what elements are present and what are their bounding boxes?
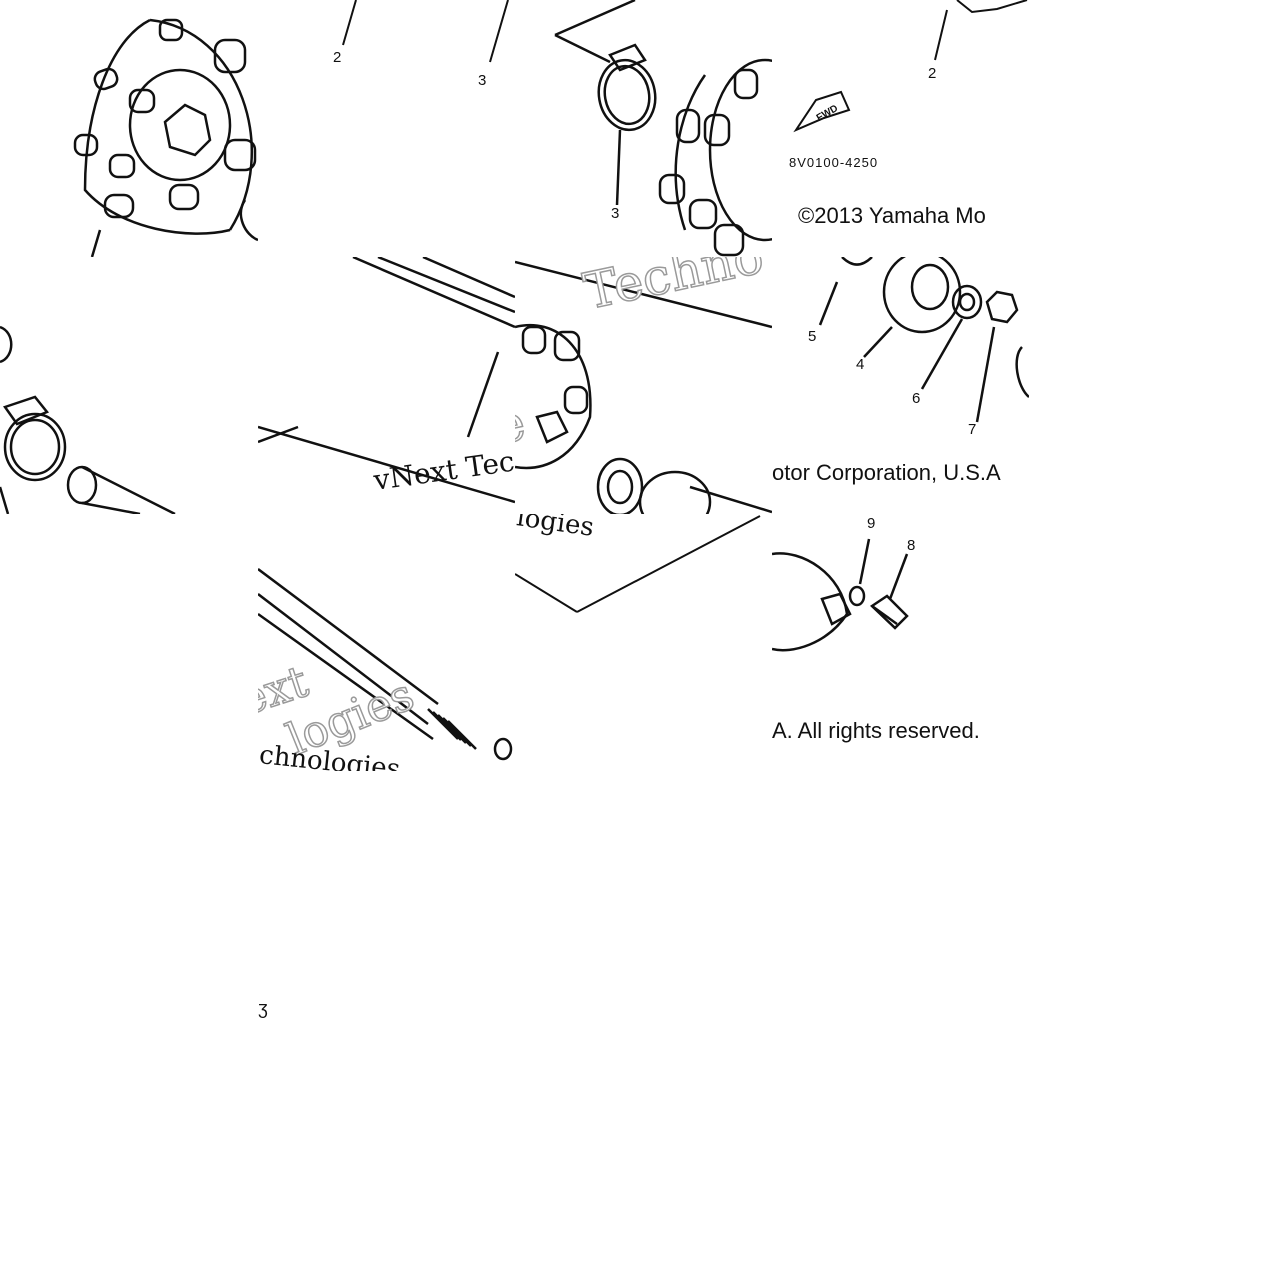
drawing-code: 8V0100-4250 <box>789 155 879 170</box>
tile-center-sprocket: Techno vNe <box>515 257 772 514</box>
tile-fwd-copyright: 2 FWD 8V0100-4250 ©2013 Yamaha Mo <box>772 0 1029 257</box>
copyright-line-3: A. All rights reserved. <box>772 718 980 743</box>
callout-5: 5 <box>808 328 817 345</box>
copyright-line-1: ©2013 Yamaha Mo <box>798 203 986 228</box>
callout-3: 3 <box>478 72 487 89</box>
bolts-drawing <box>772 538 909 652</box>
tile-bolts: 9 8 A. All rights reserved. <box>772 514 1029 771</box>
fwd-arrow-drawing <box>793 0 1028 133</box>
sprocket-drawing <box>73 18 258 257</box>
callout-7: 7 <box>968 421 977 438</box>
tile-shaft-upper: vNext Tec <box>258 257 515 514</box>
shaft-drawing <box>0 325 176 514</box>
callout-9: 9 <box>867 515 876 532</box>
tile-clamp-sprocket: 3 <box>515 0 772 257</box>
center-sprocket-drawing <box>515 260 772 514</box>
shaft-upper-drawing <box>258 257 515 504</box>
bracket-drawing <box>515 515 761 613</box>
tile-callouts-2-3: 2 3 <box>258 0 515 257</box>
tile-bracket: logies <box>515 514 772 771</box>
tile-threaded-shaft: ext logies chnologies <box>258 514 515 771</box>
tile-fragment: ʒ <box>258 771 515 1028</box>
tile-sprocket-top-left <box>0 0 258 257</box>
callout-4: 4 <box>856 356 865 373</box>
fwd-arrow-icon <box>793 90 851 133</box>
callout-2: 2 <box>333 49 342 66</box>
clamp-drawing <box>554 0 772 257</box>
leader-lines <box>342 0 509 63</box>
flange-drawing <box>818 257 1029 423</box>
callout-6: 6 <box>912 390 921 407</box>
callout-3: 3 <box>611 205 620 222</box>
callout-8: 8 <box>907 537 916 554</box>
callout-2: 2 <box>928 65 937 82</box>
threaded-shaft-drawing <box>258 568 513 761</box>
tile-clamp-shaft-left <box>0 257 258 514</box>
copyright-line-2: otor Corporation, U.S.A <box>772 460 1001 485</box>
stray-mark: ʒ <box>258 998 268 1018</box>
tile-flange-nut: 5 4 6 7 otor Corporation, U.S.A <box>772 257 1029 514</box>
